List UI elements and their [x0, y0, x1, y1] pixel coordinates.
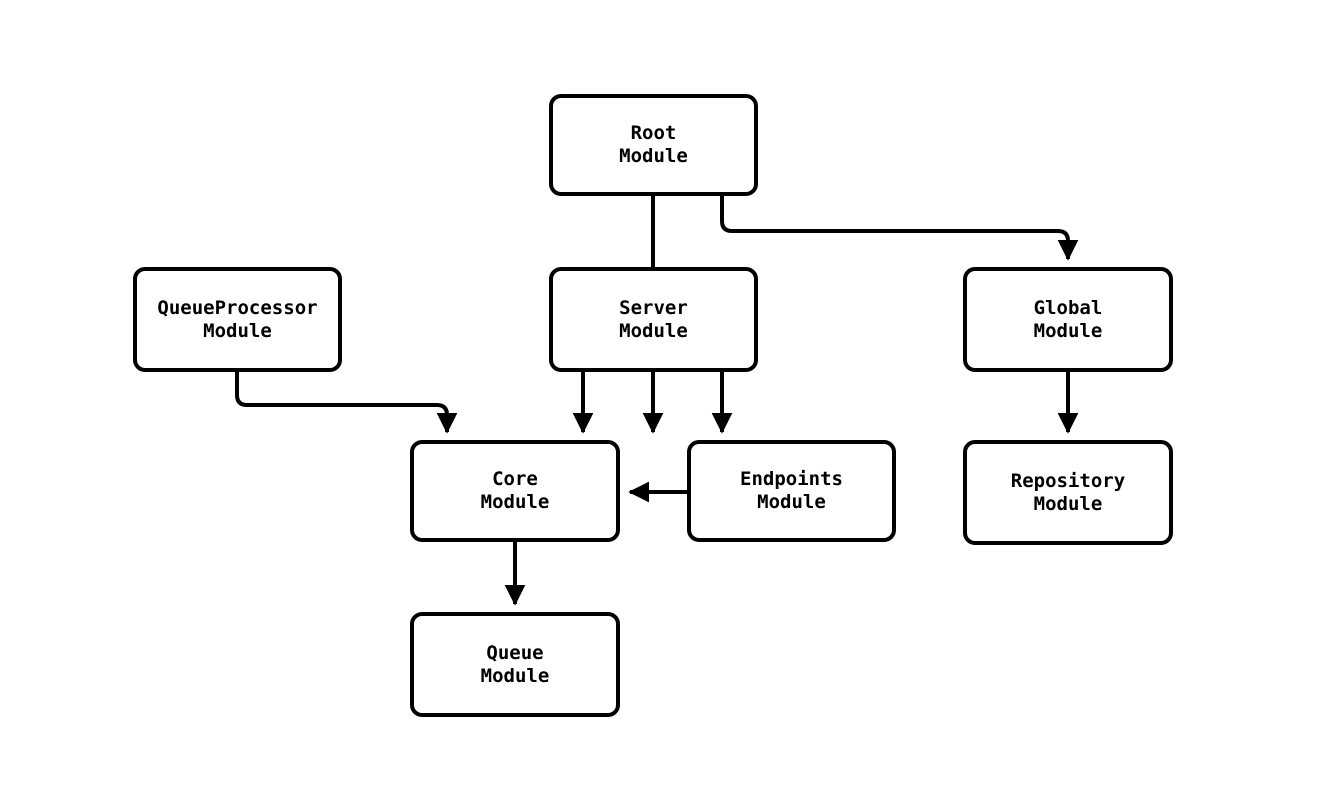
node-repository-module-line1: Repository	[1010, 469, 1126, 492]
node-root-module-line1: Root	[630, 122, 677, 144]
node-server-module-line2: Module	[619, 319, 688, 342]
node-core-module[interactable]: Core Module	[410, 440, 620, 542]
node-queueprocessor-module-line2: Module	[203, 319, 272, 342]
node-queue-module-line1: Queue	[486, 641, 544, 664]
node-root-module[interactable]: Root Module	[549, 94, 758, 196]
node-global-module-line2: Module	[1033, 319, 1103, 342]
node-server-module-line1: Server	[619, 296, 688, 319]
edge-root-to-global	[720, 196, 1079, 261]
node-endpoints-module[interactable]: Endpoints Module	[687, 440, 896, 542]
node-global-module[interactable]: Global Module	[963, 267, 1173, 372]
node-queueprocessor-module[interactable]: QueueProcessor Module	[133, 267, 342, 372]
node-core-module-line1: Core	[492, 468, 538, 490]
node-endpoints-module-line2: Module	[757, 491, 826, 513]
node-repository-module[interactable]: Repository Module	[963, 440, 1173, 545]
node-queue-module-line2: Module	[480, 664, 550, 687]
node-global-module-line1: Global	[1033, 296, 1103, 319]
node-core-module-line2: Module	[480, 491, 550, 513]
node-queue-module[interactable]: Queue Module	[410, 612, 620, 717]
node-root-module-line2: Module	[619, 145, 688, 167]
node-server-module[interactable]: Server Module	[549, 267, 758, 372]
node-endpoints-module-line1: Endpoints	[740, 468, 843, 490]
node-queueprocessor-module-line1: QueueProcessor	[157, 296, 318, 319]
edge-queueprocessor-to-core	[235, 372, 458, 434]
node-repository-module-line2: Module	[1033, 492, 1103, 515]
